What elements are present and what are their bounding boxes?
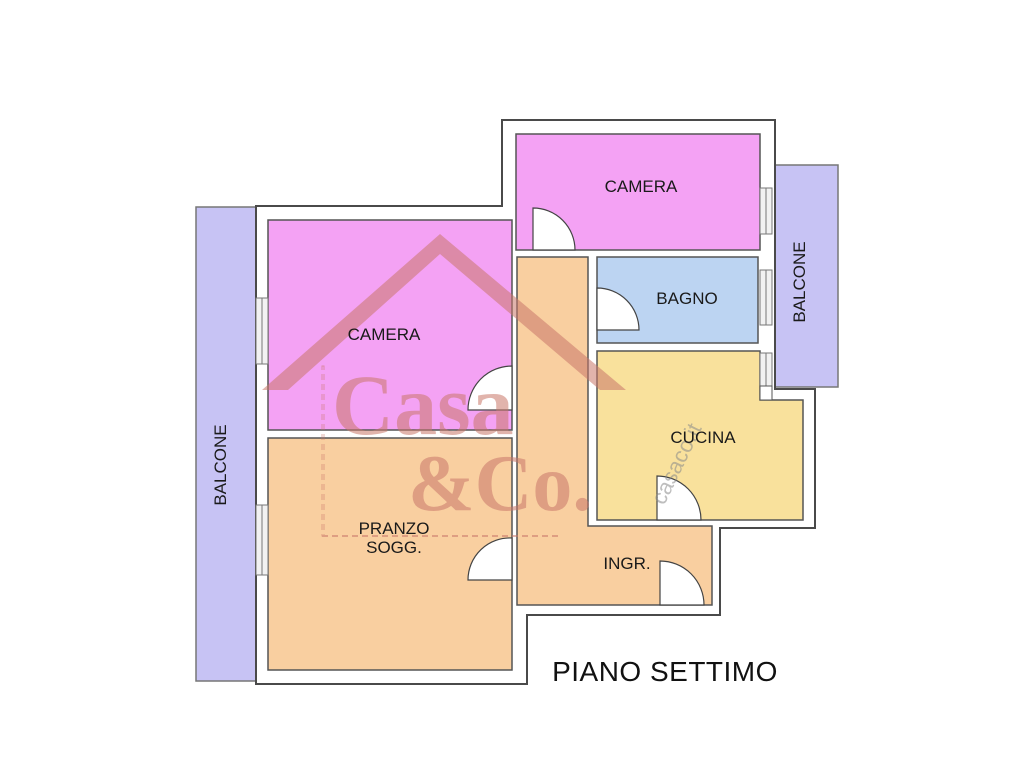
label-soggiorno: SOGG.	[366, 538, 422, 557]
label-balcone-left: BALCONE	[211, 424, 230, 505]
label-bagno: BAGNO	[656, 289, 717, 308]
room-pranzo-soggiorno	[267, 437, 513, 671]
balcony-left	[195, 206, 257, 682]
room-cucina	[596, 350, 804, 521]
label-camera-left: CAMERA	[348, 325, 421, 344]
door-swings	[467, 207, 705, 606]
balcony-right	[771, 164, 839, 388]
label-pranzo: PRANZO	[359, 519, 430, 538]
plan-title: PIANO SETTIMO	[552, 656, 778, 687]
label-ingresso: INGR.	[603, 554, 650, 573]
label-balcone-right: BALCONE	[790, 241, 809, 322]
watermark-line1: Casa	[332, 357, 514, 453]
pillar	[759, 385, 773, 401]
label-camera-top: CAMERA	[605, 177, 678, 196]
label-cucina: CUCINA	[670, 428, 736, 447]
watermark-roof-icon	[262, 234, 626, 390]
watermark-line2: &Co.	[408, 440, 592, 528]
windows	[255, 187, 773, 576]
